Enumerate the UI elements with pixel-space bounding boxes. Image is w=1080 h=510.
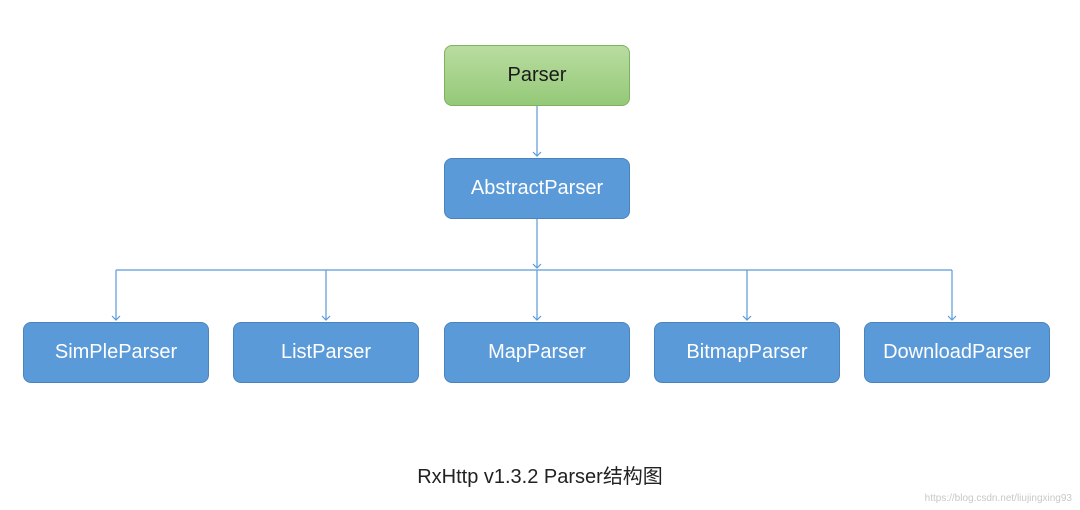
node-abstractparser-label: AbstractParser xyxy=(470,177,604,199)
node-bitmapparser-label: BitmapParser xyxy=(686,341,808,363)
watermark-url: https://blog.csdn.net/liujingxing93 xyxy=(924,493,1072,504)
node-mapparser-label: MapParser xyxy=(488,341,586,363)
node-listparser: ListParser xyxy=(233,322,419,383)
node-simpleparser-label: SimPleParser xyxy=(54,341,178,363)
node-downloadparser: DownloadParser xyxy=(864,322,1050,383)
node-downloadparser-label: DownloadParser xyxy=(883,341,1031,363)
node-simpleparser: SimPleParser xyxy=(23,322,209,383)
node-mapparser: MapParser xyxy=(444,322,630,383)
node-parser-label: Parser xyxy=(507,64,567,86)
node-listparser-label: ListParser xyxy=(280,341,372,363)
diagram-caption: RxHttp v1.3.2 Parser结构图 xyxy=(417,466,663,488)
node-abstractparser: AbstractParser xyxy=(444,158,630,219)
node-bitmapparser: BitmapParser xyxy=(654,322,840,383)
node-parser: Parser xyxy=(444,45,630,106)
